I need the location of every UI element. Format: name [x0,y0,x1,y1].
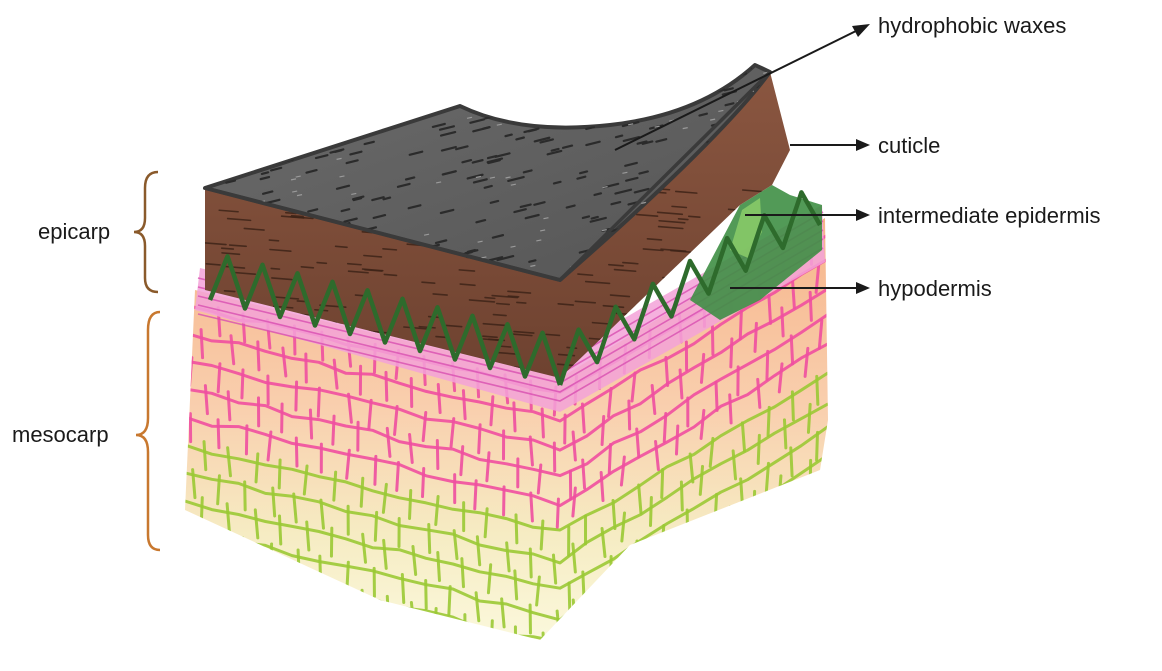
label-epicarp: epicarp [38,221,110,243]
label-cuticle: cuticle [878,135,940,157]
arrowhead-hypodermis [856,282,870,294]
arrowhead-intermediate-epidermis [856,209,870,221]
label-hydrophobic-waxes: hydrophobic waxes [878,15,1066,37]
label-intermediate-epidermis: intermediate epidermis [878,205,1101,227]
label-mesocarp: mesocarp [12,424,109,446]
arrowhead-cuticle [856,139,870,151]
arrowhead-hydrophobic-waxes [852,24,870,37]
mesocarp-bracket [136,312,160,550]
label-hypodermis: hypodermis [878,278,992,300]
epicarp-bracket [134,172,158,292]
